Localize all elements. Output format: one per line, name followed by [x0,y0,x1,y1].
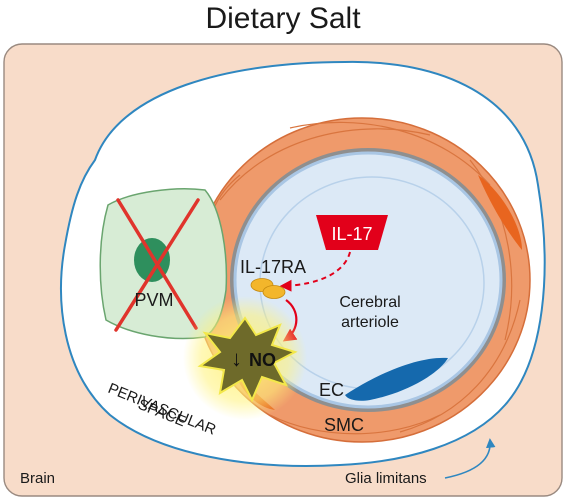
smc-label: SMC [324,415,364,435]
ec-label: EC [319,380,344,400]
smc-nucleus-1 [478,175,522,250]
il17-label: IL-17 [331,224,372,244]
glia-limitans-label: Glia limitans [345,470,427,487]
il17ra-receptor-b [262,285,286,299]
pvm-label: PVM [134,290,173,310]
il17ra-label: IL-17RA [240,257,306,277]
brain-label: Brain [20,470,55,487]
il17-badge [316,215,388,250]
ec-nucleus [345,357,448,401]
cerebral-label-line1: Cerebral [339,294,400,311]
no-burst [197,316,298,403]
no-label: NO [249,350,276,370]
glia-limitans-arrow [444,438,496,479]
cerebral-label-line2: arteriole [341,314,399,331]
cross-mark [114,198,200,332]
title: Dietary Salt [205,2,361,35]
no-down-arrow: ↓ [231,346,242,371]
